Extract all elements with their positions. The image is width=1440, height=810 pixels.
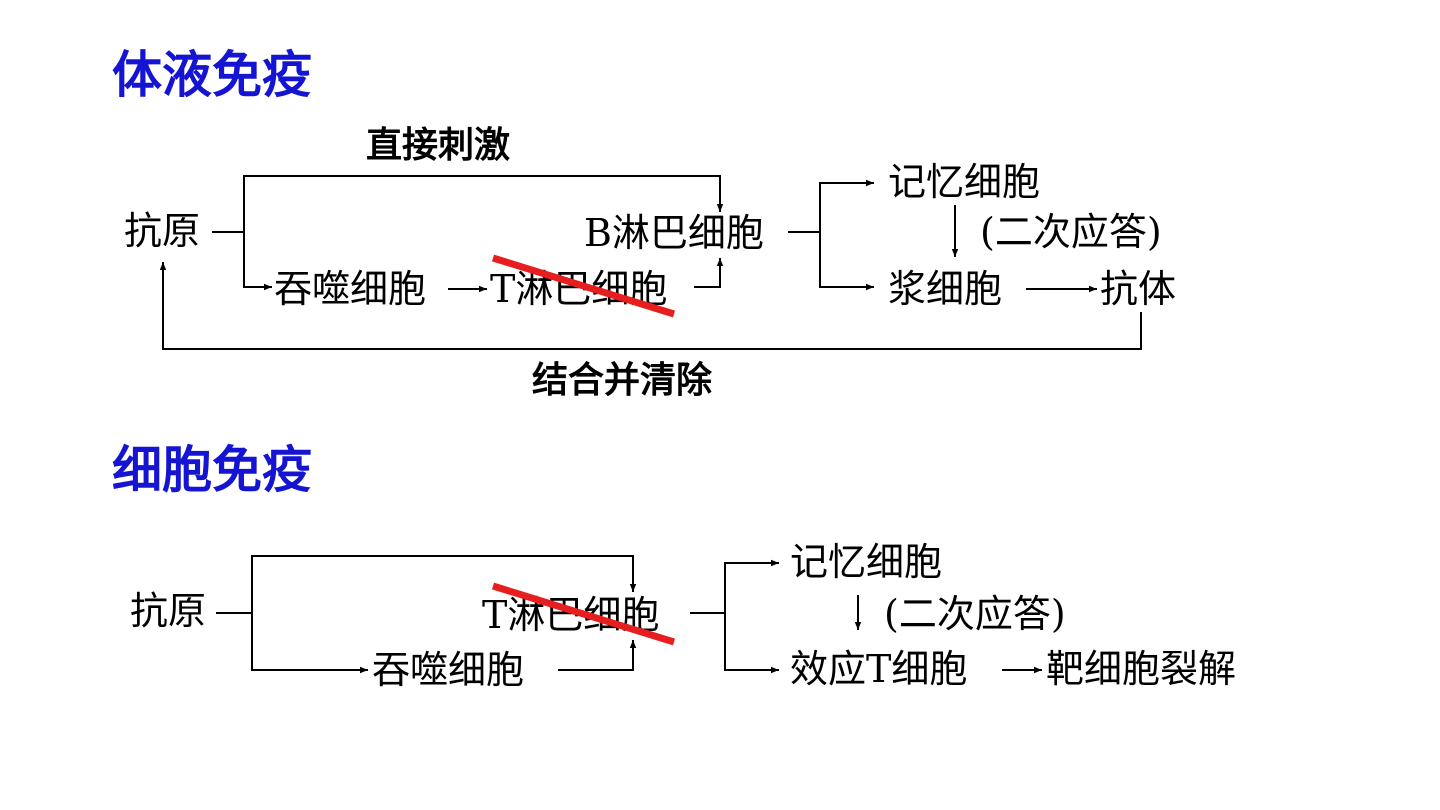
b-lymphocyte-label: B淋巴细胞 bbox=[584, 211, 764, 255]
antibody-feedback-arrow bbox=[159, 262, 1142, 350]
antigen-label: 抗原 bbox=[124, 209, 201, 253]
t-to-memory-arrow bbox=[724, 559, 779, 613]
memory-cell-label: 记忆细胞 bbox=[888, 160, 1041, 204]
t-cell-to-b-cell-arrow bbox=[694, 258, 724, 288]
antibody-label: 抗体 bbox=[1100, 267, 1177, 311]
bind-and-clear-label: 结合并清除 bbox=[532, 359, 713, 401]
direct-stimulation-arrow bbox=[243, 175, 724, 232]
b-to-plasma-arrow bbox=[819, 232, 874, 291]
antigen-to-macrophage-arrow bbox=[243, 232, 272, 291]
t-lymphocyte-label-cellular: T淋巴细胞 bbox=[482, 593, 660, 637]
secondary-response-label-cellular: (二次应答) bbox=[884, 592, 1066, 636]
humoral-immunity-title: 体液免疫 bbox=[112, 46, 312, 104]
antigen-label-cellular: 抗原 bbox=[130, 589, 207, 633]
direct-stimulation-label: 直接刺激 bbox=[366, 124, 511, 166]
macrophage-label-cellular: 吞噬细胞 bbox=[372, 648, 525, 692]
antigen2-to-t-cell-arrow bbox=[251, 555, 637, 613]
secondary-response-label: (二次应答) bbox=[980, 210, 1162, 254]
target-cell-lysis-label: 靶细胞裂解 bbox=[1046, 647, 1237, 691]
t-lymphocyte-label: T淋巴细胞 bbox=[490, 267, 668, 311]
macrophage2-to-t-cell-arrow bbox=[558, 640, 637, 671]
memory-cell-label-cellular: 记忆细胞 bbox=[790, 540, 943, 584]
t-to-effector-arrow bbox=[724, 613, 779, 674]
plasma-cell-label: 浆细胞 bbox=[888, 267, 1003, 311]
b-to-memory-arrow bbox=[819, 179, 874, 232]
effector-t-cell-label: 效应T细胞 bbox=[790, 647, 968, 691]
antigen2-to-macrophage-arrow bbox=[251, 613, 368, 674]
macrophage-label: 吞噬细胞 bbox=[274, 267, 427, 311]
cellular-immunity-title: 细胞免疫 bbox=[112, 441, 312, 499]
